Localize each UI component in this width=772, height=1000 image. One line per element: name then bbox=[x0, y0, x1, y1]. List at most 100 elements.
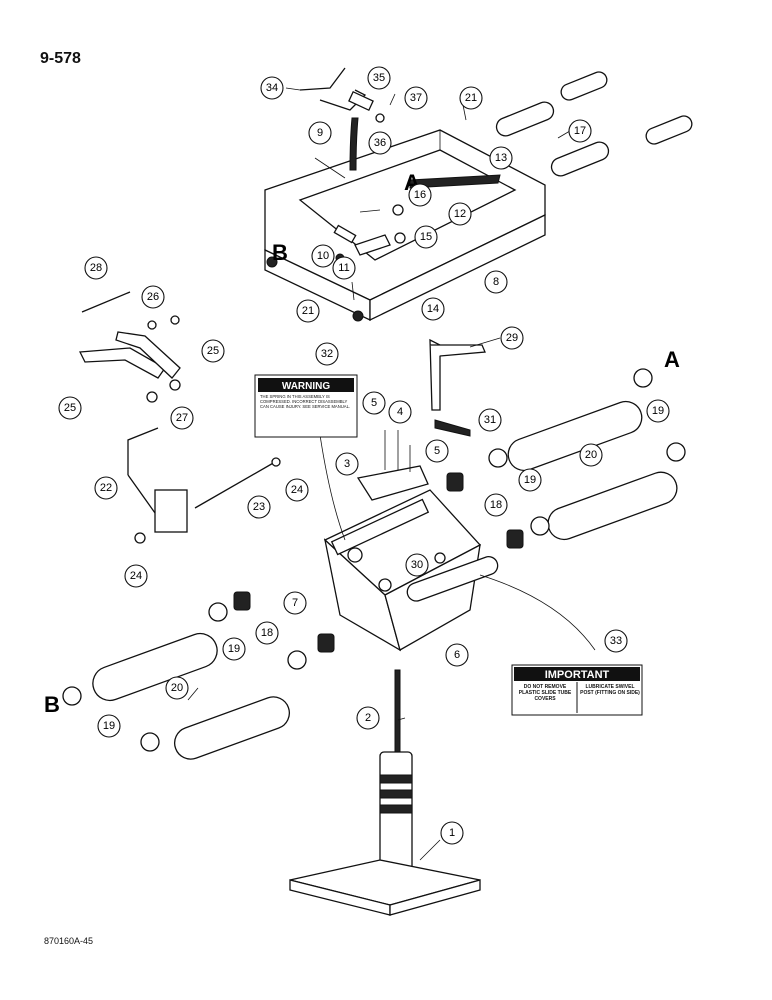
svg-text:4: 4 bbox=[397, 406, 403, 418]
callout-25b: 25 bbox=[58, 396, 82, 420]
callout-29: 29 bbox=[500, 326, 524, 350]
callout-26: 26 bbox=[141, 285, 165, 309]
slide-tube-covers bbox=[92, 400, 678, 760]
svg-text:36: 36 bbox=[374, 137, 386, 149]
callout-19b: 19 bbox=[518, 468, 542, 492]
important-left-text: DO NOT REMOVE PLASTIC SLIDE TUBE COVERS bbox=[518, 684, 572, 702]
callout-35: 35 bbox=[367, 66, 391, 90]
mark-a-right: A bbox=[664, 347, 680, 372]
callout-12: 12 bbox=[448, 202, 472, 226]
svg-text:25: 25 bbox=[207, 345, 219, 357]
svg-text:33: 33 bbox=[610, 635, 622, 647]
callout-25a: 25 bbox=[201, 339, 225, 363]
callout-33: 33 bbox=[604, 629, 628, 653]
callout-31: 31 bbox=[478, 408, 502, 432]
callout-4: 4 bbox=[388, 400, 412, 424]
release-handle bbox=[127, 427, 281, 544]
svg-text:27: 27 bbox=[176, 412, 188, 424]
svg-text:12: 12 bbox=[454, 208, 466, 220]
callout-19d: 19 bbox=[97, 714, 121, 738]
important-decal: IMPORTANT DO NOT REMOVE PLASTIC SLIDE TU… bbox=[511, 664, 643, 716]
callout-7: 7 bbox=[283, 591, 307, 615]
svg-text:20: 20 bbox=[171, 682, 183, 694]
svg-text:7: 7 bbox=[292, 597, 298, 609]
callout-8: 8 bbox=[484, 270, 508, 294]
svg-text:20: 20 bbox=[585, 449, 597, 461]
callout-6: 6 bbox=[445, 643, 469, 667]
warning-heading: WARNING bbox=[282, 381, 331, 392]
svg-text:19: 19 bbox=[103, 720, 115, 732]
svg-text:1: 1 bbox=[449, 827, 455, 839]
callout-24a: 24 bbox=[285, 478, 309, 502]
svg-text:19: 19 bbox=[228, 643, 240, 655]
svg-text:9: 9 bbox=[317, 127, 323, 139]
svg-text:5: 5 bbox=[371, 397, 377, 409]
svg-text:17: 17 bbox=[574, 125, 586, 137]
svg-text:23: 23 bbox=[253, 501, 265, 513]
callout-2: 2 bbox=[356, 706, 380, 730]
latch-parts bbox=[299, 67, 501, 301]
callout-36: 36 bbox=[368, 131, 392, 155]
svg-text:5: 5 bbox=[434, 445, 440, 457]
callout-22: 22 bbox=[94, 476, 118, 500]
callout-23: 23 bbox=[247, 495, 271, 519]
callout-28: 28 bbox=[84, 256, 108, 280]
callout-37: 37 bbox=[404, 86, 428, 110]
callout-32: 32 bbox=[315, 342, 339, 366]
callout-34: 34 bbox=[260, 76, 284, 100]
callout-24b: 24 bbox=[124, 564, 148, 588]
lever-plates bbox=[78, 291, 181, 403]
bushings bbox=[62, 368, 686, 752]
callout-19a: 19 bbox=[646, 399, 670, 423]
svg-text:18: 18 bbox=[261, 627, 273, 639]
svg-text:25: 25 bbox=[64, 402, 76, 414]
svg-text:31: 31 bbox=[484, 414, 496, 426]
svg-text:15: 15 bbox=[420, 231, 432, 243]
svg-text:24: 24 bbox=[130, 570, 142, 582]
svg-text:26: 26 bbox=[147, 291, 159, 303]
callout-20b: 20 bbox=[165, 676, 189, 700]
callout-11: 11 bbox=[332, 256, 356, 280]
callout-5b: 5 bbox=[425, 439, 449, 463]
svg-text:28: 28 bbox=[90, 262, 102, 274]
callout-9: 9 bbox=[308, 121, 332, 145]
svg-text:18: 18 bbox=[490, 499, 502, 511]
callout-13: 13 bbox=[489, 146, 513, 170]
callout-20a: 20 bbox=[579, 443, 603, 467]
svg-text:21: 21 bbox=[302, 305, 314, 317]
svg-text:6: 6 bbox=[454, 649, 460, 661]
callout-18b: 18 bbox=[255, 621, 279, 645]
svg-text:22: 22 bbox=[100, 482, 112, 494]
svg-text:8: 8 bbox=[493, 276, 499, 288]
swivel-post bbox=[289, 669, 481, 916]
mark-b-top: B bbox=[272, 240, 288, 265]
warning-decal: WARNING THE SPRING IN THIS ASSEMBLY IS C… bbox=[254, 374, 358, 438]
mark-b-left: B bbox=[44, 692, 60, 717]
callout-21b: 21 bbox=[296, 299, 320, 323]
drawing-code: 870160A-45 bbox=[44, 936, 94, 946]
callout-30: 30 bbox=[405, 553, 429, 577]
svg-text:13: 13 bbox=[495, 152, 507, 164]
svg-text:16: 16 bbox=[414, 189, 426, 201]
svg-text:3: 3 bbox=[344, 458, 350, 470]
svg-text:14: 14 bbox=[427, 303, 439, 315]
callout-17: 17 bbox=[568, 119, 592, 143]
svg-text:19: 19 bbox=[524, 474, 536, 486]
callout-18a: 18 bbox=[484, 493, 508, 517]
svg-text:29: 29 bbox=[506, 332, 518, 344]
callout-15: 15 bbox=[414, 225, 438, 249]
svg-text:32: 32 bbox=[321, 348, 333, 360]
important-heading: IMPORTANT bbox=[545, 669, 610, 681]
svg-text:34: 34 bbox=[266, 82, 278, 94]
svg-text:21: 21 bbox=[465, 92, 477, 104]
slide-tubes bbox=[495, 71, 693, 177]
important-right-text: LUBRICATE SWIVEL POST (FITTING ON SIDE) bbox=[580, 684, 640, 696]
callout-3: 3 bbox=[335, 452, 359, 476]
swivel-housing bbox=[323, 338, 499, 652]
callout-27: 27 bbox=[170, 406, 194, 430]
callout-14: 14 bbox=[421, 297, 445, 321]
svg-text:35: 35 bbox=[373, 72, 385, 84]
warning-text: THE SPRING IN THIS ASSEMBLY IS COMPRESSE… bbox=[260, 394, 351, 409]
svg-text:10: 10 bbox=[317, 250, 329, 262]
